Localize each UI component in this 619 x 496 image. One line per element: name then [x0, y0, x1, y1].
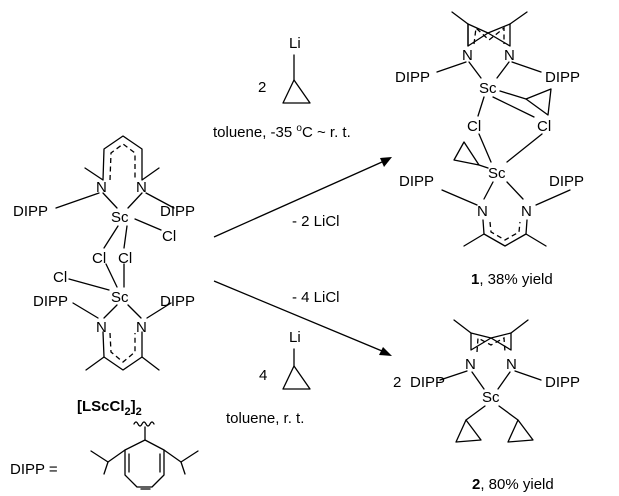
atom-sc: Sc: [111, 289, 129, 306]
product-2-cyclopropyl-right: [498, 405, 534, 443]
dipp-label: DIPP: [160, 203, 195, 220]
reagent-equivalents: 2: [258, 79, 266, 96]
atom-n: N: [521, 203, 532, 220]
byproduct-top: - 2 LiCl: [292, 213, 340, 230]
arrow-to-product-1: [213, 157, 392, 238]
atom-cl: Cl: [53, 269, 67, 286]
reagent-bottom: - 4 LiCl 4 Li toluene, r. t.: [226, 289, 340, 427]
atom-n: N: [136, 319, 147, 336]
arrow-to-product-2: [213, 280, 392, 356]
product-2-label: 2, 80% yield: [472, 476, 554, 493]
reagent-equivalents: 4: [259, 367, 267, 384]
atom-sc: Sc: [482, 389, 500, 406]
conditions-bottom: toluene, r. t.: [226, 410, 304, 427]
dipp-label: DIPP: [545, 69, 580, 86]
dipp-definition-label: DIPP =: [10, 461, 58, 478]
product-1-cyclopropyl-upper: [499, 88, 552, 116]
atom-cl: Cl: [537, 118, 551, 135]
atom-n: N: [465, 356, 476, 373]
product-1-upper-ligand: [436, 11, 542, 79]
conditions-top: toluene, -35 oC ~ r. t.: [213, 123, 351, 141]
product-1-cyclopropyl-lower: [453, 141, 489, 169]
atom-li: Li: [289, 329, 301, 346]
product-2-cyclopropyl-left: [455, 405, 486, 443]
dipp-label: DIPP: [13, 203, 48, 220]
product-2: 2 N N DIPP DIPP Sc 2, 80% yield: [393, 319, 580, 493]
atom-n: N: [96, 179, 107, 196]
atom-cl: Cl: [467, 118, 481, 135]
product-1-lower-ligand: [441, 181, 571, 247]
atom-sc: Sc: [479, 80, 497, 97]
reactant-bridge: [103, 225, 128, 288]
atom-n: N: [506, 356, 517, 373]
atom-sc: Sc: [111, 209, 129, 226]
dipp-label: DIPP: [410, 374, 445, 391]
dipp-label: DIPP: [33, 293, 68, 310]
atom-li: Li: [289, 35, 301, 52]
dipp-label: DIPP: [395, 69, 430, 86]
dipp-label: DIPP: [549, 173, 584, 190]
atom-cl: Cl: [92, 250, 106, 267]
dipp-label: DIPP: [399, 173, 434, 190]
byproduct-bottom: - 4 LiCl: [292, 289, 340, 306]
reactant-lower-ligand: [72, 302, 172, 371]
atom-cl: Cl: [162, 228, 176, 245]
product-1-label: 1, 38% yield: [471, 271, 553, 288]
product-1: N N DIPP DIPP Sc Cl Cl Sc DIPP DIPP: [395, 11, 584, 288]
atom-n: N: [477, 203, 488, 220]
atom-n: N: [96, 319, 107, 336]
atom-n: N: [462, 47, 473, 64]
reactant-name: [LScCl2]2: [77, 398, 142, 418]
reagent-top: 2 Li toluene, -35 oC ~ r. t. - 2 LiCl: [213, 35, 351, 230]
atom-cl: Cl: [118, 250, 132, 267]
dipp-label: DIPP: [545, 374, 580, 391]
atom-n: N: [504, 47, 515, 64]
atom-sc: Sc: [488, 165, 506, 182]
reactant-upper-ligand: [55, 135, 175, 231]
reactant-dimer: N N Sc DIPP DIPP Cl Cl Cl Cl Sc DIPP DIP…: [13, 135, 195, 418]
product-2-ligand: [439, 319, 542, 390]
dipp-label: DIPP: [160, 293, 195, 310]
product-2-coefficient: 2: [393, 374, 401, 391]
atom-n: N: [136, 179, 147, 196]
dipp-definition: DIPP =: [10, 421, 199, 490]
